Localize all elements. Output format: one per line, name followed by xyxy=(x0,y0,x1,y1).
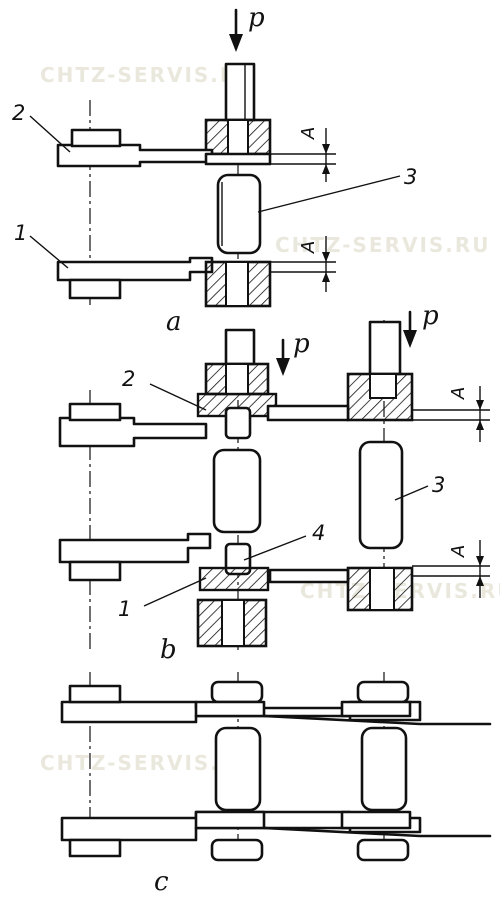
view-b-left-roller xyxy=(212,448,262,534)
view-c-roller-3 xyxy=(360,726,408,812)
view-b-lower-collar xyxy=(198,566,270,592)
view-a-press-rod xyxy=(224,62,256,122)
view-b-part-4-label: 4 xyxy=(312,521,325,545)
view-b-left-rod xyxy=(224,328,256,366)
view-a-leader-2 xyxy=(29,115,71,153)
view-b-force-label-left: p xyxy=(293,329,310,359)
view-a-gap-label-1: A xyxy=(298,127,319,140)
view-b-dim-head-4 xyxy=(476,576,484,586)
watermark-text-1: CHTZ-SERVIS.RU xyxy=(40,63,256,87)
view-a-dim-head-4 xyxy=(322,272,330,282)
view-b-gap-label-1: A xyxy=(448,387,469,400)
view-b-leader-2 xyxy=(149,383,207,411)
view-b-right-punch-bore xyxy=(369,373,397,399)
view-a-part-1-label: 1 xyxy=(14,221,27,245)
view-c-lower-bushing-2 xyxy=(210,838,264,862)
view-b-die-bore xyxy=(221,599,245,647)
view-b: p p A xyxy=(58,301,490,665)
view-b-dim-head-2 xyxy=(476,420,484,430)
view-b-gap-label-2: A xyxy=(448,545,469,558)
view-a: p A A 2 1 xyxy=(12,3,417,337)
view-b-caption: b xyxy=(160,635,177,665)
watermark-text-2: CHTZ-SERVIS.RU xyxy=(275,233,491,257)
view-c-upper-bushing-2 xyxy=(210,680,264,704)
view-b-leader-4 xyxy=(243,535,307,561)
view-b-upper-bushing xyxy=(68,402,122,422)
view-b-upper-link xyxy=(58,416,208,448)
view-a-part-2-label: 2 xyxy=(12,101,25,125)
view-c: c xyxy=(60,672,492,897)
view-b-leader-1 xyxy=(143,577,207,607)
view-b-right-lower-link xyxy=(268,568,350,584)
view-b-force-label-right: p xyxy=(422,301,439,331)
view-b-right-roller xyxy=(358,440,404,550)
view-c-upper-plate-3 xyxy=(340,700,412,718)
view-a-die-bore xyxy=(225,261,249,307)
view-a-lower-link xyxy=(56,256,214,282)
view-b-right-die-bore xyxy=(369,567,395,611)
view-c-roller-2 xyxy=(214,726,262,812)
view-a-caption: a xyxy=(166,307,182,337)
view-c-lower-plate-3 xyxy=(340,810,412,830)
view-c-lower-tail xyxy=(262,826,492,838)
view-a-upper-bushing-top xyxy=(70,128,122,148)
view-b-part-1-label: 1 xyxy=(118,597,131,621)
view-b-force-head-left xyxy=(276,358,290,376)
view-b-dim-head-1 xyxy=(476,400,484,410)
view-b-force-head-right xyxy=(403,330,417,348)
view-b-leader-3 xyxy=(394,485,429,501)
view-b-lower-bushing xyxy=(68,560,122,582)
view-c-lower-bushing-3 xyxy=(356,838,410,862)
view-a-roller xyxy=(216,173,262,255)
view-a-leader-1 xyxy=(29,235,69,269)
view-a-force-arrowhead xyxy=(229,34,243,52)
view-a-dim-head-1 xyxy=(322,144,330,154)
view-b-upper-pin xyxy=(224,406,252,440)
view-a-leader-3 xyxy=(257,175,401,213)
view-b-dim-head-3 xyxy=(476,556,484,566)
view-a-upper-link xyxy=(56,143,214,168)
view-c-caption: c xyxy=(154,867,169,897)
view-a-gap-label-2: A xyxy=(298,241,319,254)
view-b-right-upper-link xyxy=(266,404,350,422)
view-a-punch-bore xyxy=(227,119,249,155)
view-c-upper-bushing-1 xyxy=(68,684,122,704)
view-c-lower-bushing-1 xyxy=(68,838,122,858)
view-b-right-rod xyxy=(368,320,402,376)
view-c-upper-bushing-3 xyxy=(356,680,410,704)
view-b-left-punch-bore xyxy=(225,363,249,395)
view-b-lower-link xyxy=(58,532,212,564)
view-c-upper-plate-2 xyxy=(194,700,266,718)
view-a-part-3-label: 3 xyxy=(404,165,417,189)
view-a-lower-bushing xyxy=(68,278,122,300)
view-b-part-3-label: 3 xyxy=(432,473,445,497)
view-c-upper-tail xyxy=(262,714,492,726)
view-a-dim-head-2 xyxy=(322,164,330,174)
view-a-force-label: p xyxy=(248,3,265,33)
view-a-upper-plate xyxy=(204,152,272,166)
view-c-lower-plate-2 xyxy=(194,810,266,830)
view-b-part-2-label: 2 xyxy=(122,367,135,391)
view-a-dim-head-3 xyxy=(322,252,330,262)
